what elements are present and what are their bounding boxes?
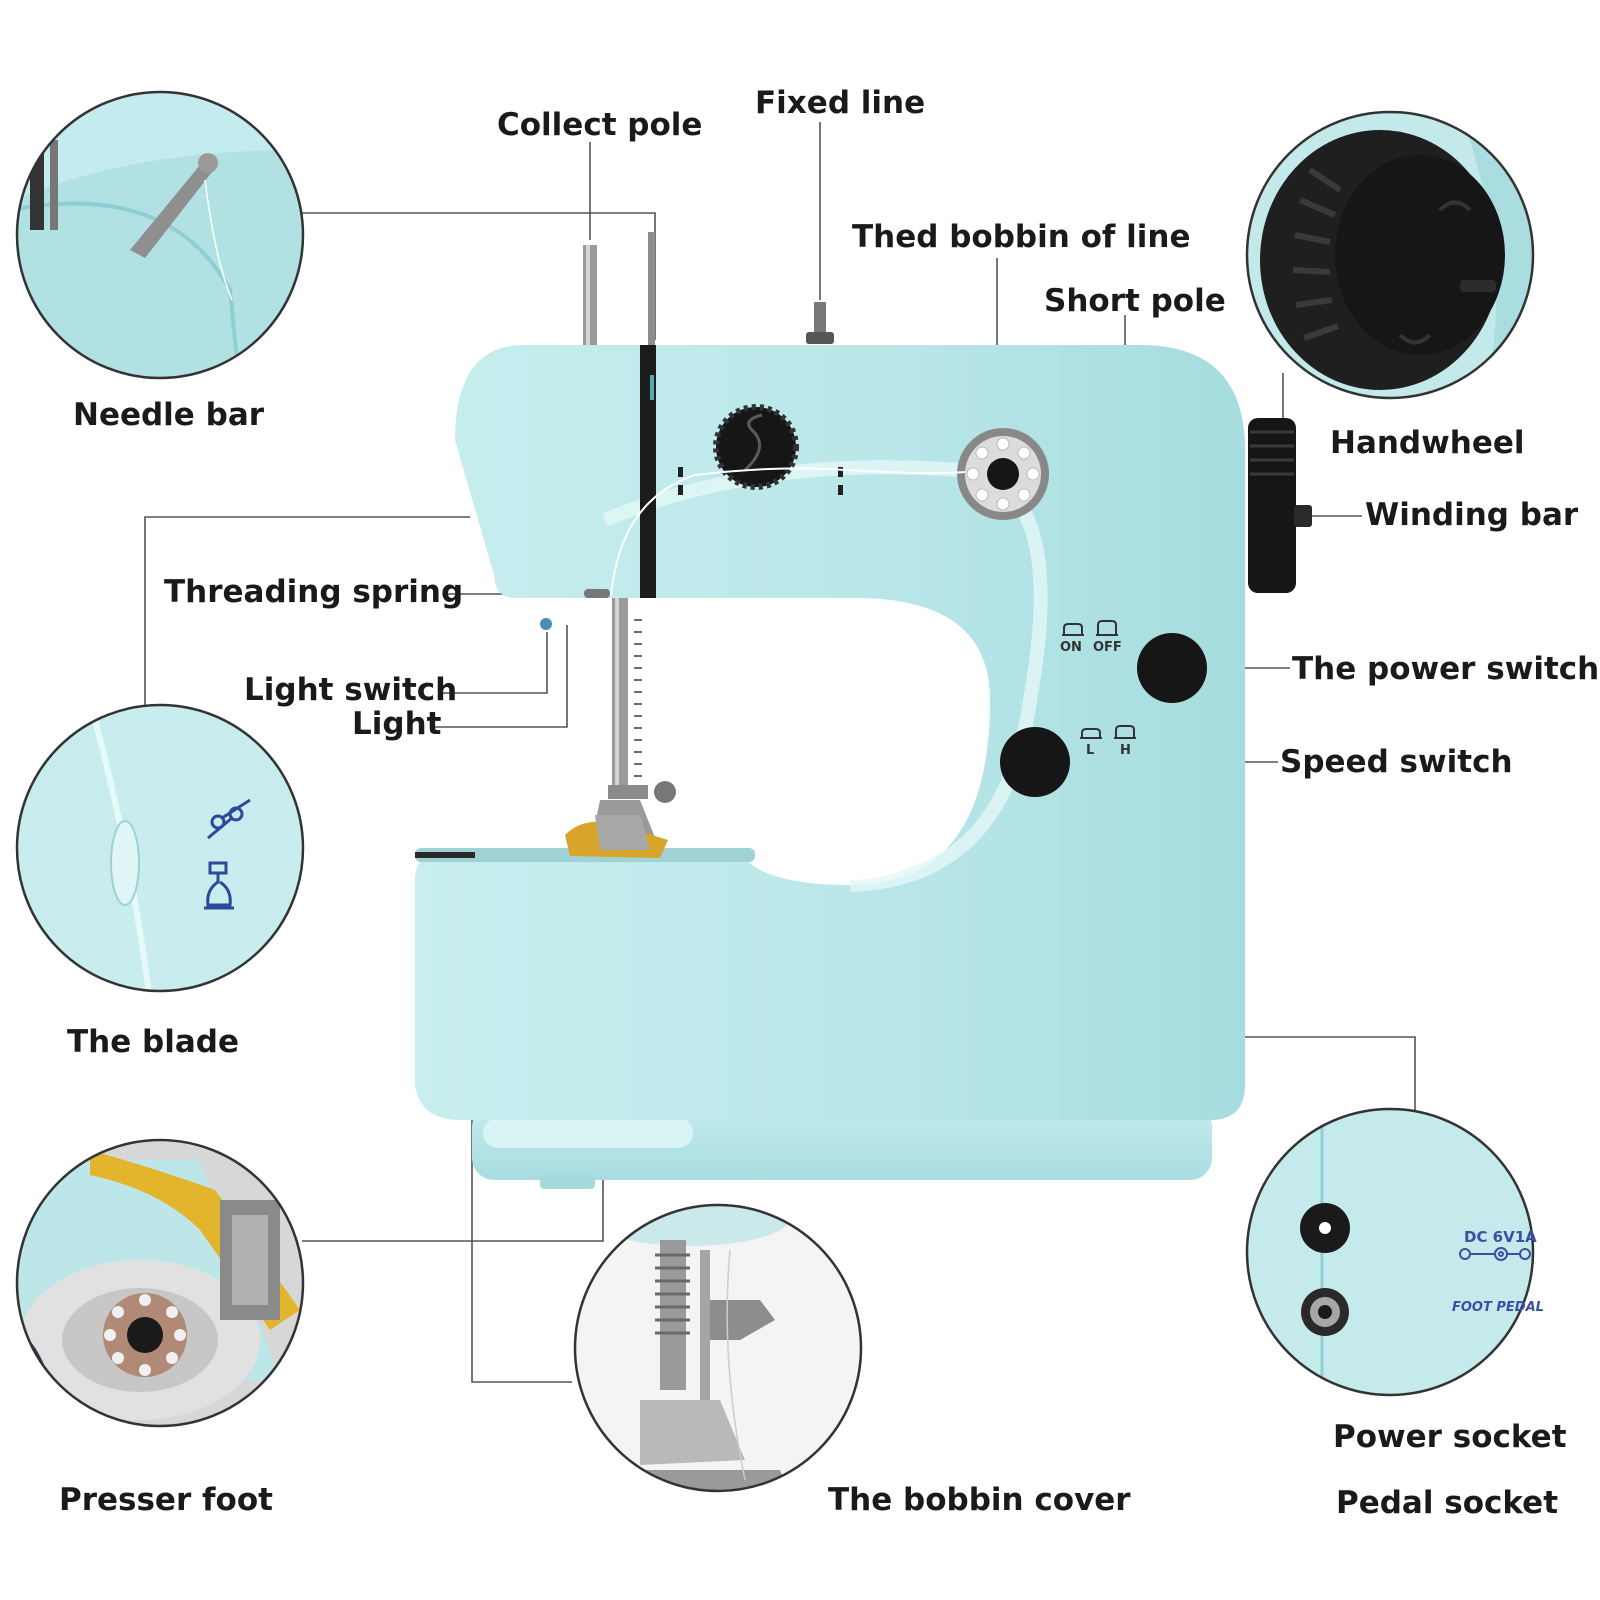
winding-bar xyxy=(1294,505,1312,527)
thread-line xyxy=(610,467,966,597)
inset-bobbin-cover xyxy=(573,1203,863,1493)
base-foot xyxy=(540,1175,595,1189)
inset-blade xyxy=(15,703,305,993)
leader-needle-bar xyxy=(302,212,656,340)
spool-pin-2 xyxy=(648,232,655,345)
switch-mark-on: ON xyxy=(1060,640,1082,655)
scissors-symbol xyxy=(207,798,251,840)
label-short-pole: Short pole xyxy=(1044,283,1226,319)
label-collect-pole: Collect pole xyxy=(497,107,703,143)
leader-blade xyxy=(144,516,470,720)
thread-slot-highlight xyxy=(650,375,654,400)
speed-mark-low: L xyxy=(1086,743,1095,758)
label-thed-bobbin: Thed bobbin of line xyxy=(852,219,1191,255)
leader-sockets xyxy=(1240,1036,1416,1110)
fixed-line-guide xyxy=(814,302,826,338)
leader-light-switch xyxy=(440,632,548,694)
bed-dark-strip xyxy=(415,852,475,858)
inset-sockets xyxy=(1245,1107,1535,1397)
threading-spring xyxy=(584,589,610,598)
switch-mark-off: OFF xyxy=(1093,640,1122,655)
label-speed-switch: Speed switch xyxy=(1280,744,1513,780)
label-light-switch: Light switch xyxy=(244,672,458,708)
label-bobbin-cover: The bobbin cover xyxy=(828,1482,1131,1518)
inset-needle-bar xyxy=(15,90,305,380)
inset-winding-pin xyxy=(1460,280,1496,292)
leader-light xyxy=(434,625,568,728)
machine-light xyxy=(540,618,552,630)
label-needle-bar: Needle bar xyxy=(73,397,265,433)
inset-handwheel xyxy=(1245,110,1535,400)
machine-handwheel xyxy=(1248,418,1296,593)
label-threading-spring: Threading spring xyxy=(164,574,464,610)
inset-presser-foot xyxy=(15,1138,305,1428)
dc-polarity-symbol xyxy=(1459,1247,1531,1261)
label-the-blade: The blade xyxy=(67,1024,239,1060)
label-power-switch: The power switch xyxy=(1292,651,1600,687)
label-presser-foot: Presser foot xyxy=(59,1482,273,1518)
label-handwheel: Handwheel xyxy=(1330,425,1525,461)
label-power-socket: Power socket xyxy=(1333,1419,1567,1455)
base-slot xyxy=(483,1118,693,1148)
label-pedal-socket: Pedal socket xyxy=(1336,1485,1559,1521)
arm-opening xyxy=(740,612,975,880)
label-light: Light xyxy=(352,706,442,742)
dc-rating-text: DC 6V1A xyxy=(1464,1228,1537,1246)
side-shade xyxy=(1165,360,1245,1110)
needle-bar xyxy=(612,598,628,788)
presser-foot-symbol xyxy=(204,861,234,910)
label-winding-bar: Winding bar xyxy=(1365,497,1579,533)
sewing-machine xyxy=(415,232,1312,1189)
speed-mark-high: H xyxy=(1120,743,1131,758)
power-switch xyxy=(1137,633,1207,703)
foot-pedal-text: FOOT PEDAL xyxy=(1452,1300,1544,1315)
label-fixed-line: Fixed line xyxy=(755,85,926,121)
thread-slot xyxy=(640,345,656,598)
stitch-dial xyxy=(716,407,796,487)
speed-switch xyxy=(1000,727,1070,797)
